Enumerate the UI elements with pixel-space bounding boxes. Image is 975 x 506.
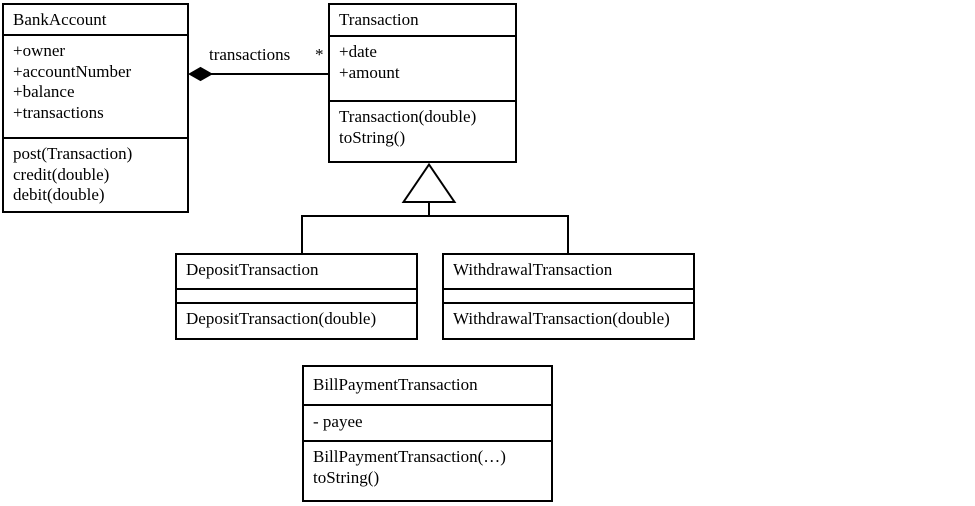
attribute: +owner (13, 41, 66, 60)
attributes-section: - payee (304, 404, 551, 440)
method: post(Transaction) (13, 144, 133, 163)
attributes-section: +date +amount (330, 35, 515, 100)
method: WithdrawalTransaction(double) (453, 309, 670, 328)
class-box-bankaccount: BankAccount +owner +accountNumber +balan… (2, 3, 189, 213)
class-box-transaction: Transaction +date +amount Transaction(do… (328, 3, 517, 163)
method: BillPaymentTransaction(…) (313, 447, 506, 466)
method: toString() (313, 467, 380, 487)
class-name-bankaccount: BankAccount (13, 10, 107, 29)
class-box-billpaymenttransaction: BillPaymentTransaction - payee BillPayme… (302, 365, 553, 502)
method: DepositTransaction(double) (186, 309, 377, 328)
class-box-deposittransaction: DepositTransaction DepositTransaction(do… (175, 253, 418, 340)
attributes-section: +owner +accountNumber +balance +transact… (4, 34, 187, 137)
attributes-section-empty (444, 288, 693, 302)
class-box-withdrawaltransaction: WithdrawalTransaction WithdrawalTransact… (442, 253, 695, 340)
class-name-deposittransaction: DepositTransaction (186, 260, 319, 279)
method: toString() (339, 127, 406, 147)
methods-section: DepositTransaction(double) (177, 302, 416, 338)
methods-section: Transaction(double) toString() (330, 100, 515, 161)
method: debit(double) (13, 185, 105, 204)
attribute: +balance (13, 82, 75, 101)
attribute: +amount (339, 62, 400, 82)
class-name-billpaymenttransaction: BillPaymentTransaction (313, 375, 478, 394)
generalization-triangle-icon (401, 162, 457, 203)
association-role-label: transactions (209, 45, 291, 64)
composition-diamond-icon (187, 66, 214, 82)
attribute: +date (339, 42, 377, 61)
method: Transaction(double) (339, 107, 477, 126)
association-multiplicity-label: * (315, 45, 324, 64)
class-name-withdrawaltransaction: WithdrawalTransaction (453, 260, 613, 279)
methods-section: BillPaymentTransaction(…) toString() (304, 440, 551, 496)
methods-section: WithdrawalTransaction(double) (444, 302, 693, 338)
method: credit(double) (13, 164, 110, 184)
attributes-section-empty (177, 288, 416, 302)
attribute: +accountNumber (13, 61, 132, 81)
attribute: - payee (313, 412, 363, 431)
attribute: +transactions (13, 102, 104, 122)
class-name-transaction: Transaction (339, 10, 419, 29)
methods-section: post(Transaction) credit(double) debit(d… (4, 137, 187, 211)
